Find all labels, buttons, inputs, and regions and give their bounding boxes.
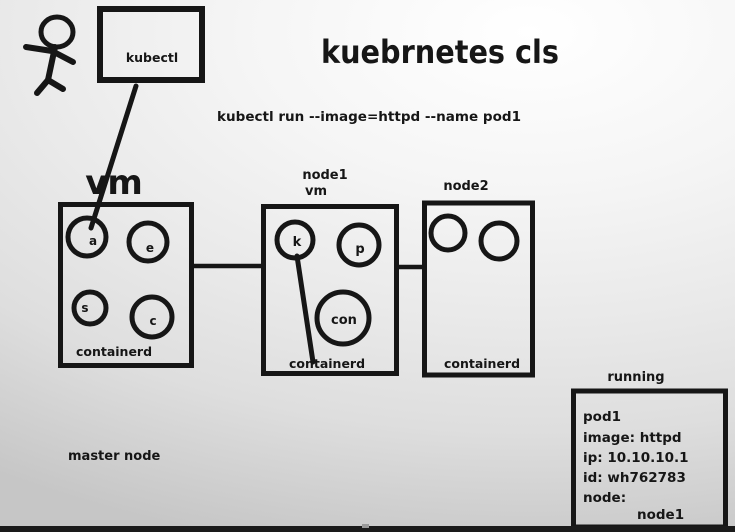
node1-subtitle: vm <box>305 184 327 199</box>
pod-circle-p: p <box>336 222 382 268</box>
status-line-ip: ip: 10.10.10.1 <box>583 450 689 466</box>
playhead-tick[interactable] <box>362 524 369 528</box>
master-containerd-label: containerd <box>76 344 152 359</box>
node2-title: node2 <box>443 179 488 194</box>
empty-pod-circle-2 <box>478 220 520 262</box>
master-node-box: vm a e s c containerd <box>58 163 194 368</box>
status-line-id: id: wh762783 <box>583 470 686 486</box>
kubectl-to-pod-connector <box>88 83 139 231</box>
pod-label-k: k <box>293 235 302 250</box>
master-node-vm-label: vm <box>85 163 143 203</box>
pod-label-a: a <box>89 234 97 248</box>
pod-label-con: con <box>331 313 357 328</box>
command-text: kubectl run --image=httpd --name pod1 <box>217 109 521 125</box>
pod-circle-e: e <box>126 220 170 264</box>
node2-box: node2 containerd <box>422 179 535 378</box>
empty-pod-circle-1 <box>428 213 468 253</box>
node1-title: node1 <box>302 168 347 183</box>
video-progress-bar[interactable] <box>0 524 735 532</box>
page-title: kuebrnetes cls <box>321 33 559 71</box>
pod-circle-s: s <box>71 289 109 327</box>
pod-label-s: s <box>81 301 88 315</box>
k-to-containerd-connector <box>294 253 316 365</box>
pod-circle-c: c <box>129 294 175 340</box>
pod-label-c: c <box>149 314 156 328</box>
pod-circle-a: a <box>65 215 109 259</box>
master-node-caption: master node <box>68 449 161 464</box>
status-line-image: image: httpd <box>583 430 682 446</box>
status-box: running pod1 image: httpd ip: 10.10.10.1… <box>571 370 728 530</box>
node1-containerd-label: containerd <box>289 356 365 371</box>
pod-circle-con: con <box>314 289 372 347</box>
status-line-node-key: node: <box>583 490 626 506</box>
status-line-pod: pod1 <box>583 409 621 425</box>
node1-box: node1 vm k p con containerd <box>261 168 399 376</box>
kubectl-box-label: kubectl <box>126 50 178 65</box>
status-box-label: running <box>607 370 664 385</box>
status-line-node-value: node1 <box>637 507 684 523</box>
kubectl-box: kubectl <box>97 6 205 83</box>
pod-label-p: p <box>355 242 364 257</box>
node2-containerd-label: containerd <box>444 356 520 371</box>
pod-circle-k: k <box>274 219 316 261</box>
pod-label-e: e <box>146 241 154 255</box>
user-stick-figure-icon <box>23 14 76 96</box>
